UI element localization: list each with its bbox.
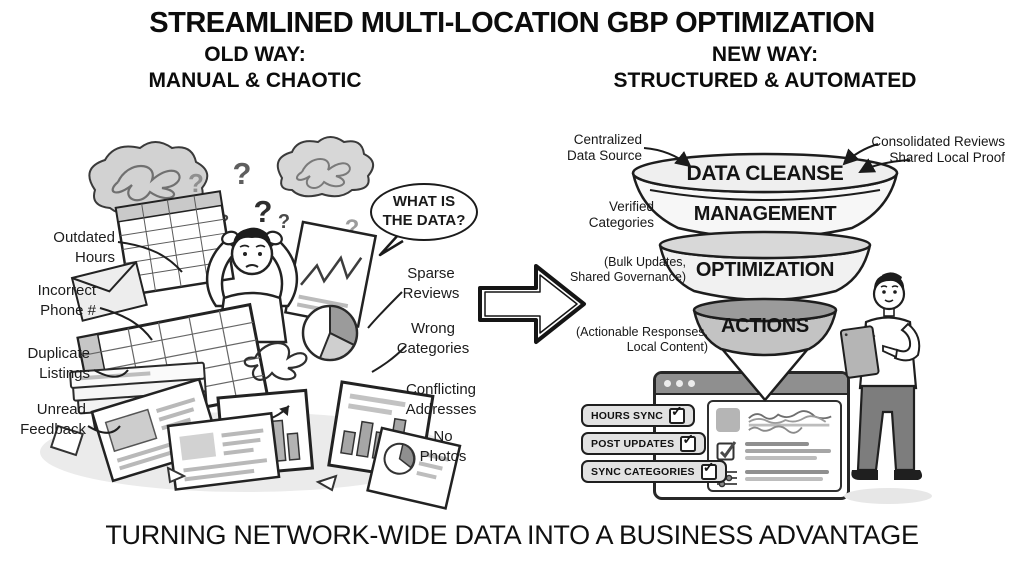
problem-label-outdated-hours: Outdated Hours bbox=[53, 229, 115, 266]
annotation-line: Shared Local Proof bbox=[889, 150, 1005, 166]
chip-label: SYNC CATEGORIES bbox=[591, 465, 695, 478]
checkbox-checked-icon: ✓ bbox=[680, 431, 697, 452]
checkbox-checked-icon: ✓ bbox=[669, 403, 686, 424]
chip-sync-categories: SYNC CATEGORIES ✓ bbox=[581, 459, 727, 483]
dashboard-row-tasks bbox=[716, 440, 833, 462]
text-doc bbox=[166, 411, 281, 491]
problem-label-sparse-reviews: Sparse Reviews bbox=[402, 265, 460, 302]
speech-bubble-line: WHAT IS bbox=[392, 193, 456, 211]
dashboard-row-settings bbox=[716, 468, 833, 488]
dashboard-panel bbox=[707, 400, 842, 492]
question-mark-icon: ? bbox=[254, 194, 273, 229]
annotation-line: Consolidated Reviews bbox=[871, 134, 1005, 149]
text-lines bbox=[745, 440, 831, 460]
envelope-icon bbox=[70, 260, 148, 322]
funnel-stage-optimization: OPTIMIZATION bbox=[696, 259, 834, 281]
report-paper bbox=[366, 426, 462, 510]
old-way-heading: OLD WAY: MANUAL & CHAOTIC bbox=[55, 42, 455, 95]
new-way-label: NEW WAY: bbox=[711, 43, 819, 66]
chip-label: HOURS SYNC bbox=[591, 409, 664, 422]
problem-label-conflicting-addresses: Conflicting Addresses bbox=[405, 381, 477, 418]
new-way-heading: NEW WAY: STRUCTURED & AUTOMATED bbox=[565, 42, 965, 95]
scribble-tangle bbox=[243, 342, 308, 381]
speech-bubble: WHAT IS THE DATA? bbox=[370, 183, 478, 241]
checkbox-checked-icon: ✓ bbox=[700, 459, 717, 480]
page-title: STREAMLINED MULTI-LOCATION GBP OPTIMIZAT… bbox=[149, 7, 875, 39]
problem-label-unread-feedback: Unread Feedback bbox=[20, 401, 86, 438]
question-mark-icon: ? bbox=[188, 168, 204, 198]
funnel-diagram: DATA CLEANSE MANAGEMENT OPTIMIZATION ACT… bbox=[631, 143, 911, 402]
old-way-label: OLD WAY: bbox=[204, 43, 306, 66]
line-chart-icon bbox=[748, 410, 832, 434]
chip-post-updates: POST UPDATES ✓ bbox=[581, 431, 707, 455]
paper-scrap bbox=[315, 474, 338, 492]
question-mark-icon: ? bbox=[233, 156, 252, 191]
callout-connectors bbox=[87, 241, 407, 434]
funnel-stage-actions: ACTIONS bbox=[721, 315, 809, 337]
window-dot-icon bbox=[664, 380, 671, 387]
question-mark-icon: ? bbox=[278, 211, 290, 233]
annotation-centralized-data-source: Centralized Data Source bbox=[566, 132, 642, 164]
problem-label-incorrect-phone: Incorrect Phone # bbox=[37, 282, 96, 319]
thumbnail-placeholder bbox=[716, 408, 740, 432]
tablet-icon bbox=[840, 325, 880, 379]
checkbox-icon bbox=[716, 441, 737, 461]
window-dot-icon bbox=[688, 380, 695, 387]
new-way-subtitle: STRUCTURED & AUTOMATED bbox=[613, 69, 917, 93]
chip-label: POST UPDATES bbox=[591, 437, 675, 450]
speech-bubble-tail bbox=[378, 233, 404, 257]
annotation-bulk-updates: (Bulk Updates, Shared Governance) bbox=[569, 255, 686, 285]
chaos-illustration: ? ? ? ? ? ? ? bbox=[40, 136, 462, 510]
funnel-stage-management: MANAGEMENT bbox=[694, 203, 837, 225]
chip-hours-sync: HOURS SYNC ✓ bbox=[581, 403, 696, 427]
speech-bubble-line: THE DATA? bbox=[382, 212, 466, 229]
window-dot-icon bbox=[676, 380, 683, 387]
problem-label-duplicate-listings: Duplicate Listings bbox=[27, 345, 90, 382]
transition-arrow-icon bbox=[478, 264, 586, 344]
annotation-arrows bbox=[643, 143, 911, 173]
annotation-actionable-responses: (Actionable Responses, Local Content) bbox=[575, 325, 708, 355]
dashboard-row-chart bbox=[716, 408, 833, 434]
text-lines bbox=[745, 468, 829, 481]
pie-chart-icon bbox=[301, 304, 359, 362]
annotation-verified-categories: Verified Categories bbox=[588, 199, 654, 231]
thought-cloud-icon bbox=[276, 136, 375, 198]
funnel-stage-data-cleanse: DATA CLEANSE bbox=[686, 162, 843, 185]
problem-label-no-photos: No Photos bbox=[419, 428, 467, 465]
paper-scrap bbox=[166, 466, 187, 484]
sticky-note bbox=[49, 424, 84, 457]
footer-caption: TURNING NETWORK-WIDE DATA INTO A BUSINES… bbox=[105, 520, 919, 550]
problem-label-wrong-categories: Wrong Categories bbox=[396, 320, 470, 357]
old-way-subtitle: MANUAL & CHAOTIC bbox=[148, 69, 362, 93]
person-with-tablet bbox=[840, 272, 932, 504]
annotation-consolidated-reviews: Consolidated Reviews Shared Local Proof bbox=[853, 134, 1005, 167]
